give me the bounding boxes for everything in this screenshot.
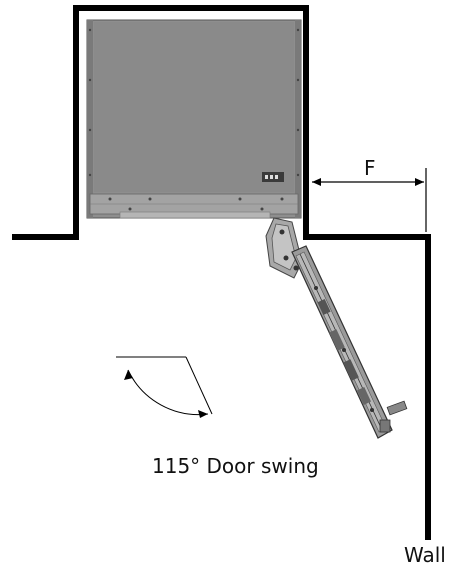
dimension-label: F [364,156,376,180]
door-swing-arc [116,356,213,418]
dimension-f [312,168,427,232]
door-panel [291,245,408,439]
hinge-mechanism [265,217,303,279]
door-swing-label: 115° Door swing [152,454,319,478]
wall-outline [12,5,431,540]
cabinet-box [86,19,302,219]
wall-label: Wall [404,543,446,567]
